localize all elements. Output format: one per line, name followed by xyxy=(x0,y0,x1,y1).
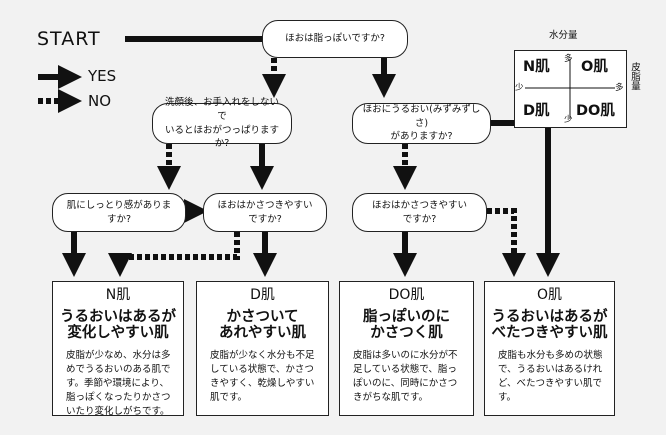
water-amount-label: 水分量 xyxy=(549,30,578,41)
question-tight-after-wash: 洗顔後、お手入れをしないで いるとほおがつっぱりますか? xyxy=(152,97,292,149)
q3-yes-arrow xyxy=(491,120,560,277)
quadrant-n-label: N肌 xyxy=(523,59,550,75)
result-subtitle: 脂っぽいのに かさつく肌 xyxy=(363,309,450,341)
sebum-low-mark: 少 xyxy=(515,83,524,93)
quadrant-d-label: D肌 xyxy=(523,103,550,119)
quadrant-do-label: DO肌 xyxy=(576,103,615,119)
quadrant-axes xyxy=(525,59,615,119)
result-o-skin: O肌 うるおいはあるが べたつきやすい肌 皮脂も水分も多めの状態 で、うるおいは… xyxy=(484,281,615,416)
q6-no-arrow xyxy=(487,208,526,277)
question-dry-prone-b: ほおはかさつきやすい ですか? xyxy=(352,193,487,232)
result-d-skin: D肌 かさついて あれやすい肌 皮脂が少なく水分も不足 している状態で、かさつ … xyxy=(196,281,329,416)
result-description: 皮脂が少なめ、水分は多 めでうるおいのある肌で す。季節や環境により、 脂っぽく… xyxy=(66,350,171,417)
result-do-skin: DO肌 脂っぽいのに かさつく肌 皮脂は多いのに水分が不 足している状態で、脂っ… xyxy=(339,281,474,416)
water-high-mark: 多 xyxy=(564,54,573,64)
result-description: 皮脂が少なく水分も不足 している状態で、かさつ きやすく、乾燥しやすい 肌です。 xyxy=(210,350,315,403)
question-dry-prone-a: ほおはかさつきやすい ですか? xyxy=(203,193,327,232)
water-low-mark: 少 xyxy=(564,115,573,125)
question-moist-feel: 肌にしっとり感がありま すか? xyxy=(52,193,186,232)
sebum-amount-label: 皮脂量 xyxy=(629,62,640,91)
result-subtitle: うるおいはあるが べたつきやすい肌 xyxy=(491,309,608,341)
sebum-high-mark: 多 xyxy=(615,83,624,93)
result-subtitle: うるおいはあるが 変化しやすい肌 xyxy=(60,309,176,341)
result-description: 皮脂は多いのに水分が不 足している状態で、脂っ ぽいのに、同時にかさつ きがちな… xyxy=(353,350,458,403)
result-title: DO肌 xyxy=(388,287,425,303)
result-title: O肌 xyxy=(536,287,563,303)
legend-yes-label: YES xyxy=(88,67,117,85)
result-subtitle: かさついて あれやすい肌 xyxy=(219,309,306,341)
question-oily-cheeks: ほおは脂っぽいですか? xyxy=(262,20,408,58)
start-label: START xyxy=(37,28,101,50)
question-moisture: ほおにうるおい(みずみずしさ) がありますか? xyxy=(352,103,491,144)
result-n-skin: N肌 うるおいはあるが 変化しやすい肌 皮脂が少なめ、水分は多 めでうるおいのあ… xyxy=(52,281,184,417)
legend-no-label: NO xyxy=(88,92,112,110)
quadrant-o-label: O肌 xyxy=(581,59,608,75)
q5-no-arrow xyxy=(108,232,240,277)
skin-type-quadrant: N肌 O肌 D肌 DO肌 多 少 少 多 xyxy=(514,50,627,128)
result-description: 皮脂も水分も多めの状態 で、うるおいはあるけれ ど、べたつきやすい肌で す。 xyxy=(498,350,603,403)
result-title: N肌 xyxy=(105,287,131,303)
result-title: D肌 xyxy=(250,287,275,303)
